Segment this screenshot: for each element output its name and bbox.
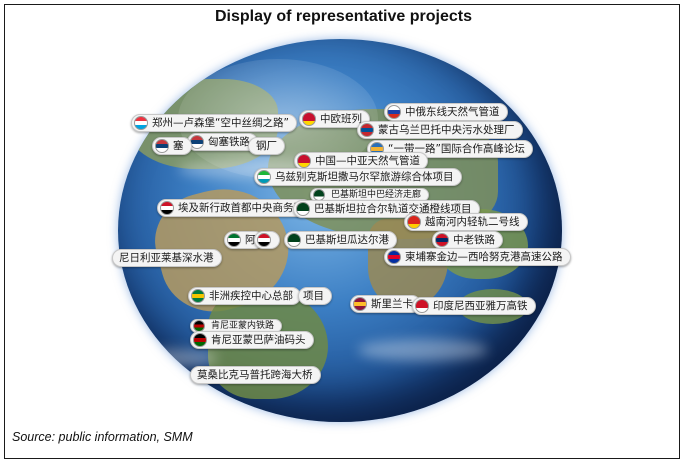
project-label: 越南河内轻轨二号线 [404,213,528,231]
project-label [254,231,280,249]
flag-vietnam-icon [407,215,421,229]
project-label: 塞 [152,137,192,155]
project-label: 非洲疾控中心总部 [188,287,301,305]
flag-cambodia-icon [387,250,401,264]
flag-russia-icon [387,105,401,119]
project-label: 肯尼亚蒙内铁路 [190,319,283,333]
project-label: 埃及新行政首都中央商务区 [157,199,312,217]
project-label: 乌兹别克斯坦撒马尔罕旅游综合体项目 [254,168,462,186]
flag-laos-icon [435,233,449,247]
flag-indonesia-icon [415,299,429,313]
project-label: 阿 [224,231,264,249]
project-label: 肯尼亚蒙巴萨油码头 [190,331,314,349]
flag-mongolia-icon [360,123,374,137]
project-label: 柬埔寨金边—西哈努克港高速公路 [384,248,571,266]
project-label: 蒙古乌兰巴托中央污水处理厂 [357,121,523,139]
project-label: 钢厂 [248,137,285,155]
flag-uae-icon [227,233,241,247]
flag-luxembourg-icon [134,116,148,130]
project-label: 项目 [298,287,332,305]
flag-china-icon [297,154,311,168]
flag-serbia-icon [190,135,204,149]
flag-african-union-icon [191,289,205,303]
project-label: 郑州—卢森堡“空中丝绸之路” [131,114,297,132]
project-label: 巴基斯坦瓜达尔港 [284,231,397,249]
project-label: 莫桑比克马普托跨海大桥 [190,366,321,384]
flag-kenya-icon [193,333,207,347]
project-label: 斯里兰卡 [350,295,421,313]
project-label: 尼日利亚莱基深水港 [112,249,222,267]
flag-sri-lanka-icon [353,297,367,311]
flag-egypt-icon [160,201,174,215]
source-note: Source: public information, SMM [12,430,193,444]
project-label: 印度尼西亚雅万高铁 [412,297,536,315]
flag-serbia-icon [155,139,169,153]
flag-iraq-icon [257,233,271,247]
flag-pakistan-icon [296,202,310,216]
figure-title: Display of representative projects [215,8,472,25]
flag-uzbekistan-icon [257,170,271,184]
flag-pakistan-icon [287,233,301,247]
project-label: 中欧班列 [299,110,370,128]
flag-china-icon [302,112,316,126]
project-label: 中俄东线天然气管道 [384,103,508,121]
project-label: 中老铁路 [432,231,503,249]
